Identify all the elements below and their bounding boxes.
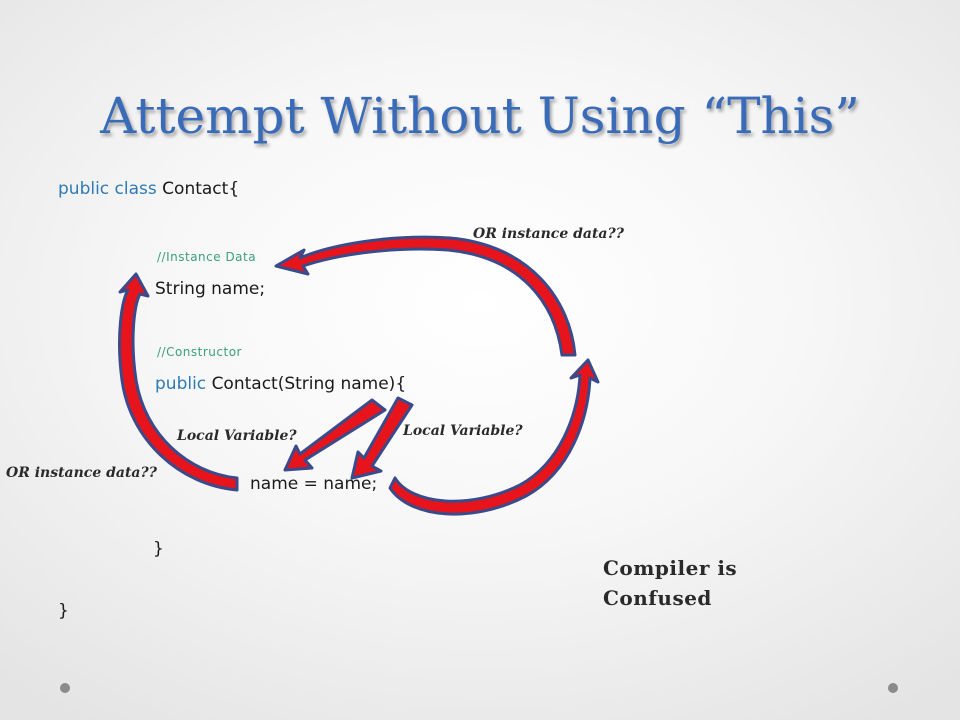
constructor-declaration: public Contact(String name){ (155, 373, 406, 395)
annotation-or-instance-top: OR instance data?? (473, 226, 624, 242)
class-keyword: public class (58, 179, 157, 199)
class-close-brace: } (58, 601, 69, 621)
nav-dot-left (60, 683, 70, 693)
field-declaration: String name; (155, 279, 266, 299)
straight-arrow-left (283, 398, 387, 472)
class-name: Contact{ (162, 179, 240, 199)
constructor-signature: Contact(String name){ (211, 374, 407, 394)
straight-arrow-right (350, 396, 414, 480)
constructor-keyword: public (155, 374, 207, 394)
curved-arrow-top-right (274, 235, 577, 357)
class-declaration: public class Contact{ (58, 178, 239, 200)
slide-title: Attempt Without Using “This” (100, 87, 860, 145)
callout-line-2: Confused (603, 586, 712, 610)
instance-data-comment: //Instance Data (157, 250, 257, 264)
constructor-close-brace: } (153, 539, 164, 559)
compiler-confused-callout: Compiler is Confused (603, 553, 737, 613)
constructor-comment: //Constructor (157, 345, 242, 359)
curved-arrow-bottom-right (388, 358, 600, 516)
annotation-local-right: Local Variable? (403, 423, 523, 439)
annotation-or-instance-left: OR instance data?? (6, 465, 157, 481)
curved-arrow-left (118, 272, 239, 492)
annotation-local-left: Local Variable? (177, 428, 297, 444)
assignment-statement: name = name; (250, 474, 378, 494)
callout-line-1: Compiler is (603, 556, 738, 580)
nav-dot-right (888, 683, 898, 693)
